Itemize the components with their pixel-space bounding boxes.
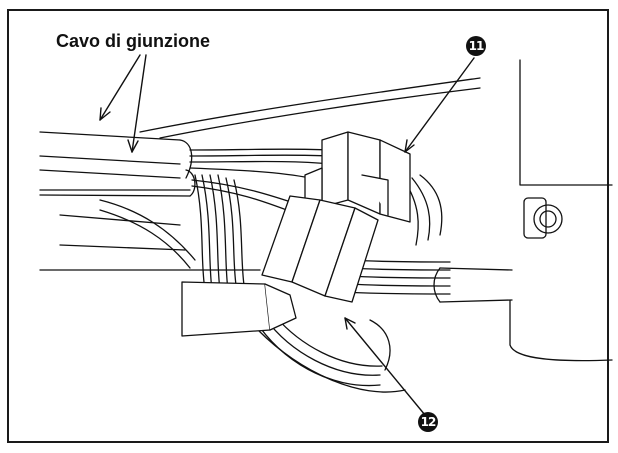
leader-arrows <box>99 54 475 416</box>
callout-11-badge: 11 <box>466 36 486 56</box>
junction-cable-label: Cavo di giunzione <box>56 31 211 51</box>
machine-panel <box>39 59 613 362</box>
right-cable <box>433 267 513 303</box>
screw <box>523 197 563 239</box>
connector-12 <box>181 195 379 337</box>
junction-cable <box>39 131 196 197</box>
connector-11 <box>304 131 411 223</box>
callout-12-badge: 12 <box>418 412 438 432</box>
